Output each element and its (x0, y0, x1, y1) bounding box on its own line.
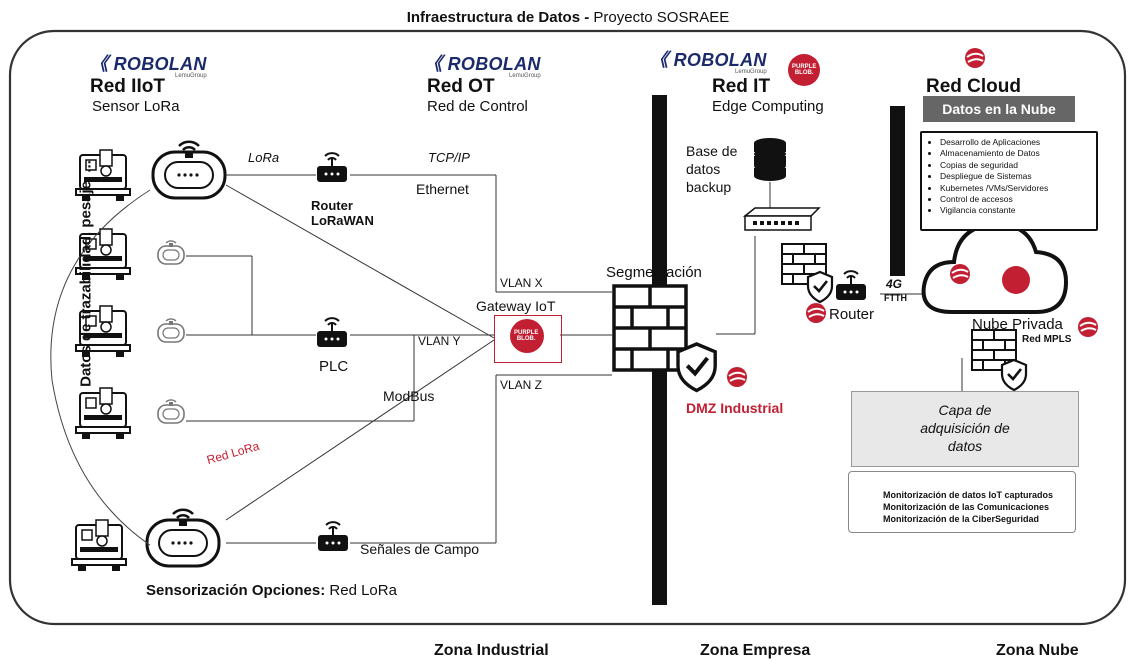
side-label: Datos de trazabilidad, pesaje, ... (77, 160, 95, 387)
private-cloud-shield-icon (1000, 358, 1028, 392)
purple-blob-logo-icon (788, 54, 820, 86)
dmz-swirl-icon (726, 366, 748, 388)
router-lorawan (316, 152, 348, 183)
red-cloud-logo-icon (964, 47, 986, 69)
segmentation-firewall (612, 284, 688, 372)
4g-label: 4G (886, 277, 903, 291)
cloud-purple-blob-icon (1002, 266, 1030, 294)
monitor-item: Monitorización de las Comunicaciones (883, 502, 1050, 512)
cloud-service-item: Kubernetes /VMs/Servidores (940, 183, 1096, 194)
lora-sensor-small-4 (157, 399, 185, 424)
lora-sensor-5 (145, 508, 221, 568)
plc-label: PLC (319, 358, 349, 375)
vlan-z-label: VLAN Z (500, 378, 543, 392)
router-label: Router (829, 306, 875, 323)
divider-empresa-nube (890, 106, 905, 276)
gateway-iot-box (494, 315, 562, 363)
tcpip-label: TCP/IP (428, 150, 470, 165)
segmentacion-label: Segmentación (606, 264, 702, 281)
cloud-services-box: Desarrollo de Aplicaciones Almacenamient… (920, 131, 1098, 231)
red-ot-subtitle: Red de Control (427, 98, 528, 115)
dmz-industrial-label: DMZ Industrial (686, 400, 784, 416)
lora-label: LoRa (248, 150, 280, 165)
senales-de-campo-label: Señales de Campo (360, 541, 480, 557)
edge-router (835, 270, 867, 301)
datos-en-la-nube-band: Datos en la Nube (923, 96, 1075, 122)
lora-sensor-1 (151, 140, 227, 200)
monitor-item: Monitorización de datos IoT capturados (883, 490, 1054, 500)
red-iiot-title: Red IIoT (90, 76, 165, 97)
red-it-title: Red IT (712, 76, 771, 97)
ftth-label: FTTH (884, 293, 907, 303)
database-icon (754, 138, 786, 181)
dmz-shield-icon (678, 344, 715, 391)
cloud-service-item: Copias de seguridad (940, 160, 1096, 171)
router-swirl-icon (805, 302, 827, 324)
monitor-item: Monitorización de la CiberSeguridad (883, 514, 1040, 524)
cloud-service-item: Vigilancia constante (940, 205, 1096, 216)
zona-industrial-label: Zona Industrial (434, 642, 549, 659)
plc-router (316, 317, 348, 348)
monitoring-box: Monitorización de datos IoT capturados M… (848, 471, 1076, 533)
nube-privada-label: Nube Privada (972, 316, 1063, 333)
capa-adquisicion-box: Capa de adquisición de datos (851, 391, 1079, 467)
infrastructure-frame (8, 29, 1127, 626)
field-router (317, 521, 349, 552)
cloud-icon (921, 215, 1069, 314)
lora-sensor-small-3 (157, 318, 185, 343)
diagram-title: Infraestructura de Datos - Proyecto SOSR… (406, 9, 730, 26)
lora-coverage-curve (50, 189, 151, 546)
it-shield-icon (806, 270, 834, 304)
gateway-purple-blob-icon (510, 319, 544, 353)
red-iiot-subtitle: Sensor LoRa (92, 98, 180, 115)
red-mpls-label: Red MPLS (1022, 334, 1072, 345)
cloud-swirl-icon (949, 263, 971, 285)
nube-privada-swirl-icon (1077, 316, 1099, 338)
cloud-service-item: Almacenamiento de Datos (940, 148, 1096, 159)
vlan-x-label: VLAN X (500, 276, 543, 290)
red-cloud-title: Red Cloud (926, 76, 1021, 97)
cloud-service-item: Despliegue de Sistemas (940, 171, 1096, 182)
zona-nube-label: Zona Nube (996, 642, 1079, 659)
modbus-label: ModBus (383, 388, 435, 404)
vlan-y-label: VLAN Y (418, 334, 461, 348)
connector-lines (186, 174, 963, 544)
lora-sensor-small-2 (157, 240, 185, 265)
zona-empresa-label: Zona Empresa (700, 642, 811, 659)
ethernet-label: Ethernet (416, 181, 469, 197)
cloud-service-item: Control de accesos (940, 194, 1096, 205)
sensorizacion-footer: Sensorización Opciones: Red LoRa (146, 582, 397, 599)
cloud-service-item: Desarrollo de Aplicaciones (940, 137, 1096, 148)
red-it-subtitle: Edge Computing (712, 98, 824, 115)
gateway-iot-label: Gateway IoT (476, 298, 556, 314)
red-ot-title: Red OT (427, 76, 495, 97)
network-switch-icon (742, 207, 821, 231)
machine-5 (71, 519, 127, 572)
